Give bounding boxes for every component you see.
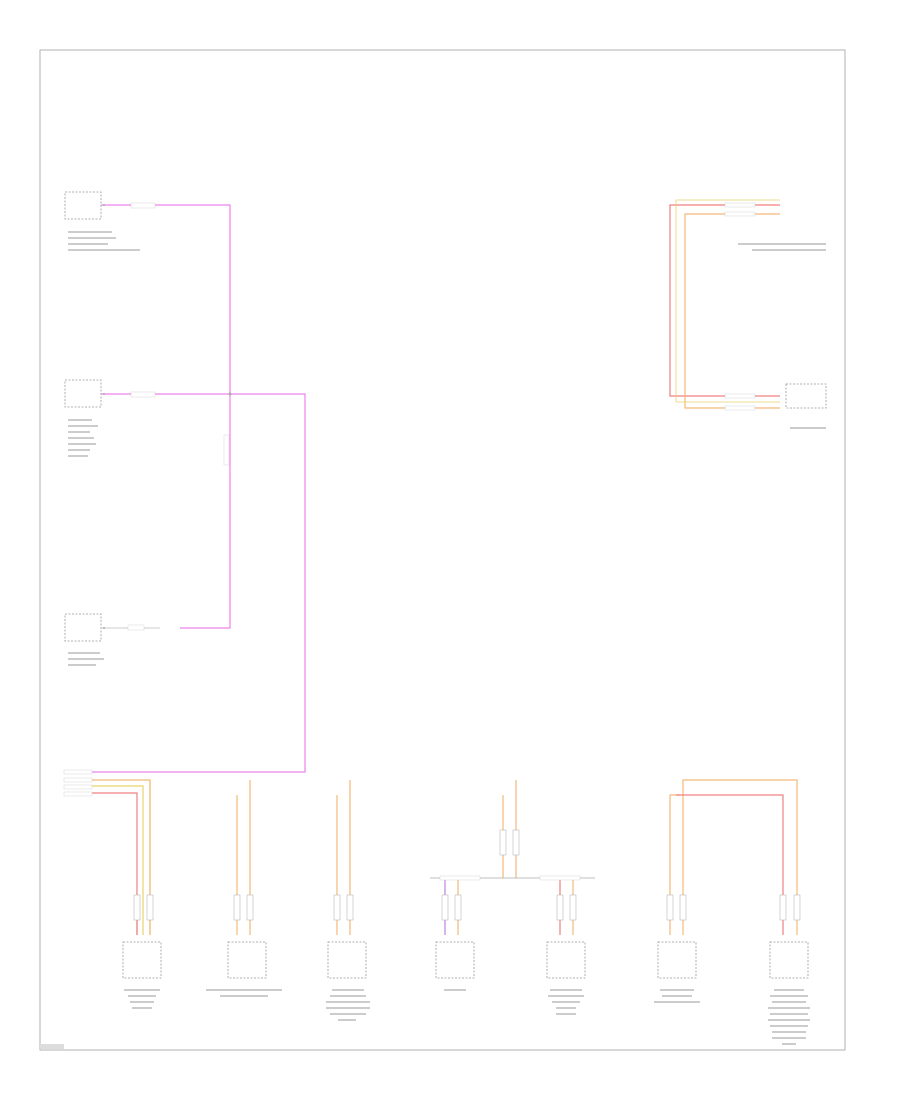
- splice-center: [430, 780, 595, 935]
- diagram-frame: [39, 49, 846, 1051]
- bottom-component-3: [326, 780, 370, 1021]
- footer-code-mark: [40, 1044, 64, 1049]
- bottom-component-2: [206, 780, 282, 997]
- wire-labels-left: [103, 202, 232, 631]
- component-middle-left: [64, 379, 102, 457]
- bottom-component-7: [768, 894, 810, 1045]
- bottom-component-6: [654, 779, 798, 1003]
- top-right-wiring: [669, 199, 780, 409]
- component-top-left: [64, 191, 140, 251]
- component-lower-left: [64, 613, 104, 666]
- violet-wire-network: [65, 204, 306, 773]
- bottom-component-1: [122, 780, 162, 1009]
- bottom-component-5: [546, 941, 586, 1015]
- bottom-component-4: [435, 941, 475, 991]
- component-right: [785, 383, 827, 409]
